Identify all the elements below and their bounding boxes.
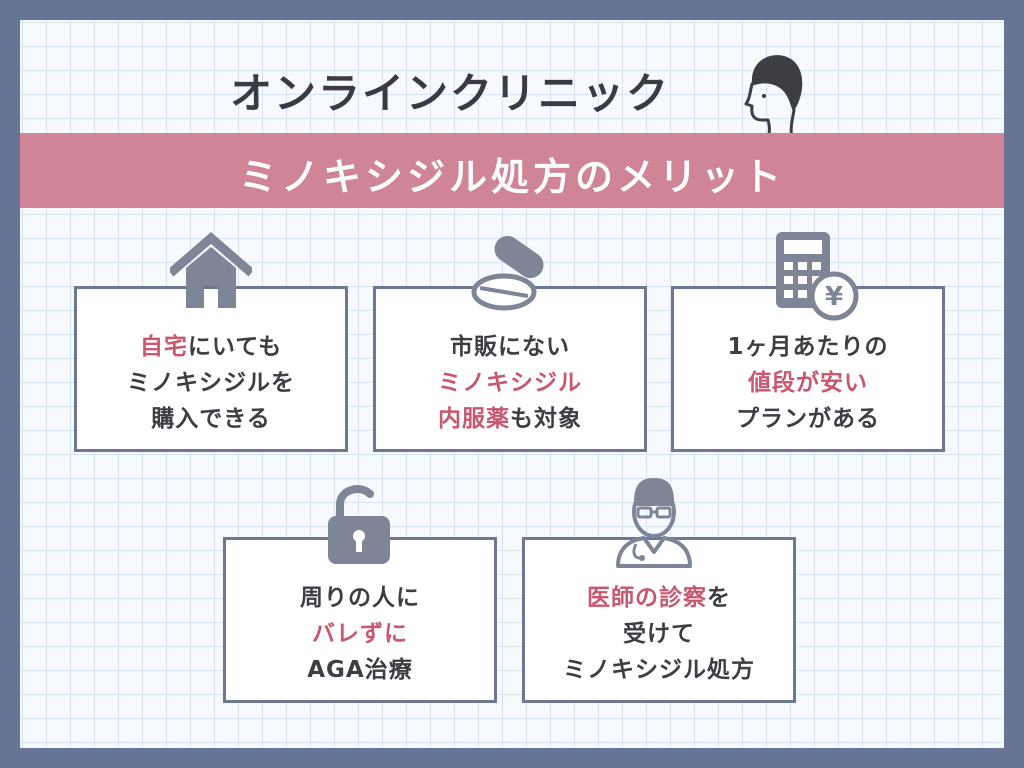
pill-capsule-icon xyxy=(471,235,544,311)
benefit-text-segment: ミノキシジル処方 xyxy=(563,657,755,683)
benefit-text-segment: 1ヶ月あたりの xyxy=(727,334,889,360)
benefit-line: 医師の診察を xyxy=(525,580,793,616)
benefit-line: 周りの人に xyxy=(226,580,494,616)
benefit-line: 1ヶ月あたりの xyxy=(674,329,942,365)
benefit-text-segment: ミノキシジルを xyxy=(127,370,295,396)
infographic-card: オンラインクリニック ミノキシジル処方のメリット 自宅にいてもミノキシジルを購入… xyxy=(20,20,1004,748)
benefit-text-segment: 周りの人に xyxy=(300,585,420,611)
man-head-profile-icon xyxy=(744,55,803,142)
padlock-open-icon xyxy=(328,485,390,564)
benefit-line: 内服薬も対象 xyxy=(376,401,644,437)
benefit-card-prescription: 市販にないミノキシジル内服薬も対象 xyxy=(373,286,647,452)
benefit-card-price: 1ヶ月あたりの値段が安いプランがある xyxy=(671,286,945,452)
benefit-text-segment: AGA治療 xyxy=(307,657,413,683)
banner: ミノキシジル処方のメリット xyxy=(20,133,1004,208)
benefit-text-segment: 購入できる xyxy=(151,406,271,432)
doctor-icon xyxy=(616,478,692,568)
benefit-highlight-text: ミノキシジル xyxy=(438,370,582,396)
benefit-text-segment: 市販にない xyxy=(450,334,570,360)
benefit-line: バレずに xyxy=(226,616,494,652)
benefit-line: AGA治療 xyxy=(226,652,494,688)
benefit-line: 市販にない xyxy=(376,329,644,365)
benefit-highlight-text: 医師の診察 xyxy=(587,585,707,611)
benefit-line: ミノキシジル処方 xyxy=(525,652,793,688)
calculator-yen-icon: ¥ xyxy=(776,232,859,321)
benefit-text-segment: を xyxy=(707,585,731,611)
benefit-highlight-text: 値段が安い xyxy=(748,370,868,396)
benefit-line: ミノキシジルを xyxy=(77,365,345,401)
benefit-text-segment: にいても xyxy=(187,334,283,360)
banner-title: ミノキシジル処方のメリット xyxy=(238,155,785,199)
benefit-text: 周りの人にバレずに AGA治療 xyxy=(226,580,494,688)
benefit-text-segment: プランがある xyxy=(736,406,880,432)
benefit-card-home: 自宅にいてもミノキシジルを購入できる xyxy=(74,286,348,452)
benefit-text-segment: 受けて xyxy=(623,621,695,647)
benefit-text: 1ヶ月あたりの値段が安いプランがある xyxy=(674,329,942,437)
benefit-line: 購入できる xyxy=(77,401,345,437)
benefit-highlight-text: バレずに xyxy=(312,621,408,647)
house-icon xyxy=(170,232,252,308)
benefit-line: 値段が安い xyxy=(674,365,942,401)
benefit-highlight-text: 自宅 xyxy=(139,334,188,360)
benefit-text: 自宅にいてもミノキシジルを購入できる xyxy=(77,329,345,437)
benefit-line: ミノキシジル xyxy=(376,365,644,401)
benefit-line: プランがある xyxy=(674,401,942,437)
benefit-text: 医師の診察を受けてミノキシジル処方 xyxy=(525,580,793,688)
benefit-highlight-text: 内服薬 xyxy=(438,406,510,432)
page-title: オンラインクリニック xyxy=(229,69,670,118)
benefit-line: 自宅にいても xyxy=(77,329,345,365)
benefit-line: 受けて xyxy=(525,616,793,652)
benefit-text-segment: も対象 xyxy=(510,406,582,432)
svg-text:¥: ¥ xyxy=(825,282,843,312)
benefit-text: 市販にないミノキシジル内服薬も対象 xyxy=(376,329,644,437)
